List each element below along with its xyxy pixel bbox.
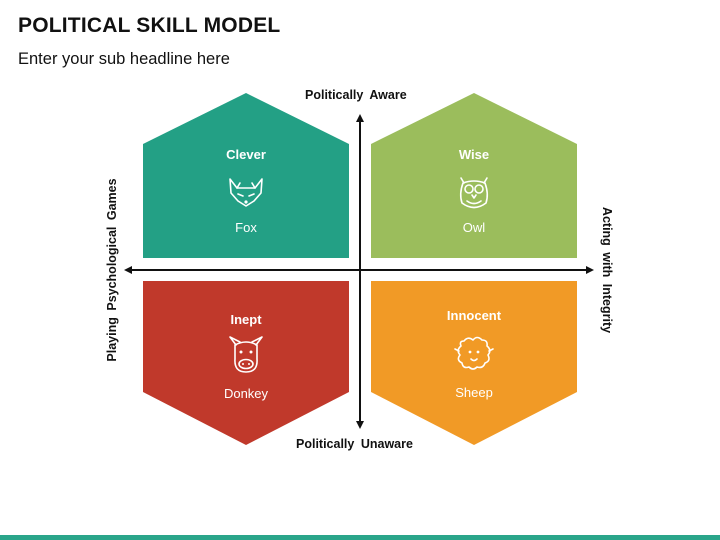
fox-icon <box>229 178 263 207</box>
footer-accent-bar <box>0 535 720 540</box>
quadrant-bottom-left-title: Inept <box>230 312 262 327</box>
axis-label-bottom: Politically Unaware <box>296 437 413 451</box>
quadrant-bottom-left-shape <box>143 281 349 445</box>
quadrant-bottom-left-animal: Donkey <box>224 386 269 401</box>
axis-label-left: Playing Psychological Games <box>105 178 119 362</box>
quadrant-bottom-right-animal: Sheep <box>455 385 493 400</box>
page-title: POLITICAL SKILL MODEL <box>18 14 281 37</box>
quadrant-bottom-right-title: Innocent <box>447 308 502 323</box>
page-subtitle: Enter your sub headline here <box>18 50 230 68</box>
quadrant-top-left-animal: Fox <box>235 220 257 235</box>
donkey-icon <box>229 336 263 373</box>
axis-label-right: Acting with Integrity <box>600 206 614 334</box>
quadrant-top-left-shape <box>143 93 349 258</box>
quadrant-top-right-shape <box>371 93 577 258</box>
quadrant-top-right-title: Wise <box>459 147 489 162</box>
quadrant-top-left-title: Clever <box>226 147 266 162</box>
sheep-icon <box>454 336 494 370</box>
quadrant-top-right-animal: Owl <box>463 220 486 235</box>
axis-label-top: Politically Aware <box>305 88 407 102</box>
quadrant-bottom-right-shape <box>371 281 577 445</box>
owl-icon <box>459 177 489 209</box>
